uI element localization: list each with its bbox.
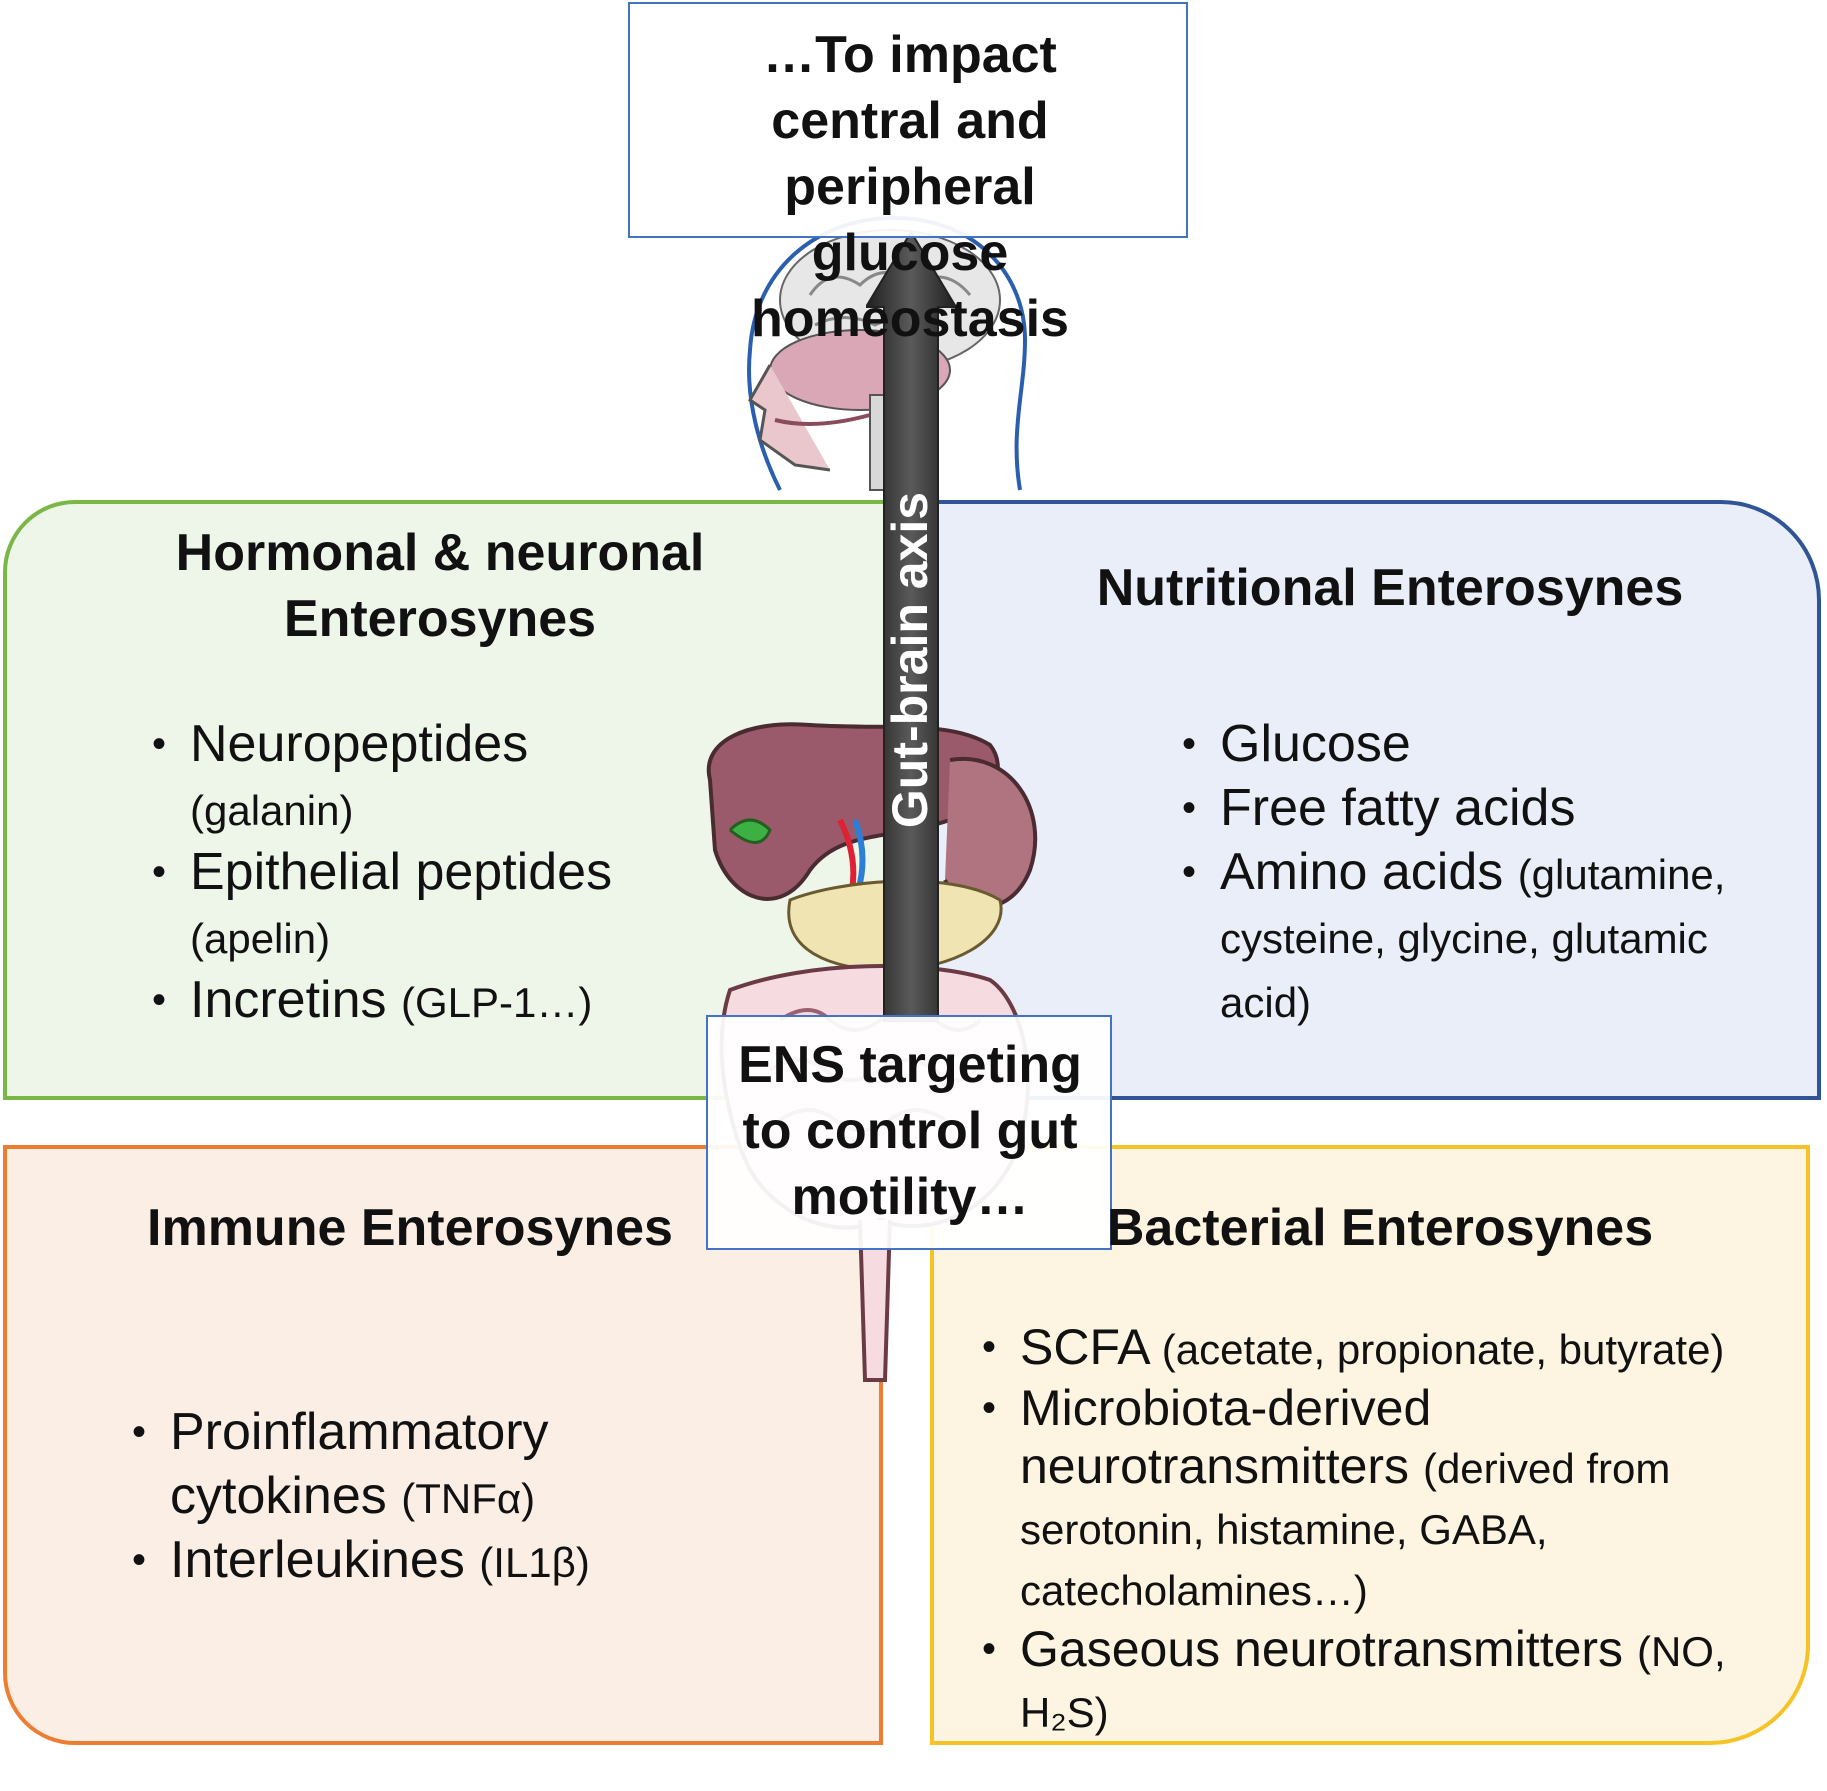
item-main: Gaseous neurotransmitters: [1020, 1621, 1624, 1677]
hormonal-list: Neuropeptides (galanin) Epithelial pepti…: [150, 712, 710, 1032]
item-detail: (NO, H₂S): [1020, 1628, 1726, 1736]
item-main: Incretins: [190, 971, 387, 1029]
item-detail: (galanin): [190, 787, 354, 834]
item-main: Glucose: [1220, 715, 1411, 773]
list-item: Amino acids (glutamine, cysteine, glycin…: [1180, 840, 1805, 1032]
immune-title: Immune Enterosynes: [147, 1199, 673, 1257]
list-item: SCFA (acetate, propionate, butyrate): [980, 1318, 1780, 1379]
nutritional-title: Nutritional Enterosynes: [1096, 559, 1684, 617]
gut-brain-axis-label: Gut-brain axis: [882, 491, 938, 829]
list-item: Interleukines (IL1β): [130, 1528, 690, 1592]
list-item: Glucose: [1180, 712, 1805, 776]
nutritional-list: Glucose Free fatty acids Amino acids (gl…: [1180, 712, 1805, 1032]
item-main: Neuropeptides: [190, 715, 529, 773]
item-detail: (IL1β): [479, 1539, 590, 1586]
list-item: Microbiota-derived neurotransmitters (de…: [980, 1379, 1780, 1620]
ens-callout-text: ENS targeting to control gut motility…: [738, 1036, 1082, 1226]
bacterial-title: Bacterial Enterosynes: [1106, 1199, 1654, 1257]
item-detail: (acetate, propionate, butyrate): [1161, 1326, 1725, 1373]
top-callout-box: [628, 2, 1188, 238]
list-item: Free fatty acids: [1180, 776, 1805, 840]
item-detail: (apelin): [190, 915, 331, 962]
item-main: Amino acids: [1220, 843, 1504, 901]
list-item: Gaseous neurotransmitters (NO, H₂S): [980, 1620, 1780, 1742]
item-main: Proinflammatory cytokines: [170, 1403, 549, 1525]
top-callout-text: …To impact central and peripheral glucos…: [751, 26, 1069, 348]
list-item: Proinflammatory cytokines (TNFα): [130, 1400, 690, 1528]
list-item: Incretins (GLP-1…): [150, 968, 710, 1032]
item-detail: (TNFα): [401, 1475, 536, 1522]
item-detail: (derived from serotonin, histamine, GABA…: [1020, 1445, 1671, 1614]
list-item: Neuropeptides (galanin): [150, 712, 710, 840]
item-main: Epithelial peptides: [190, 843, 613, 901]
item-main: Interleukines: [170, 1531, 465, 1589]
immune-list: Proinflammatory cytokines (TNFα) Interle…: [130, 1400, 690, 1592]
item-main: Microbiota-derived neurotransmitters: [1020, 1380, 1432, 1494]
list-item: Epithelial peptides (apelin): [150, 840, 710, 968]
item-main: SCFA: [1020, 1319, 1148, 1375]
item-detail: (GLP-1…): [400, 979, 593, 1026]
bacterial-list: SCFA (acetate, propionate, butyrate) Mic…: [980, 1318, 1780, 1742]
gut-brain-axis-arrow: [866, 232, 956, 1022]
ens-callout-box: [706, 1015, 1112, 1250]
item-detail: (glutamine, cysteine, glycine, glutamic …: [1220, 851, 1726, 1026]
hormonal-title: Hormonal & neuronal Enterosynes: [175, 524, 705, 648]
item-main: Free fatty acids: [1220, 779, 1576, 837]
